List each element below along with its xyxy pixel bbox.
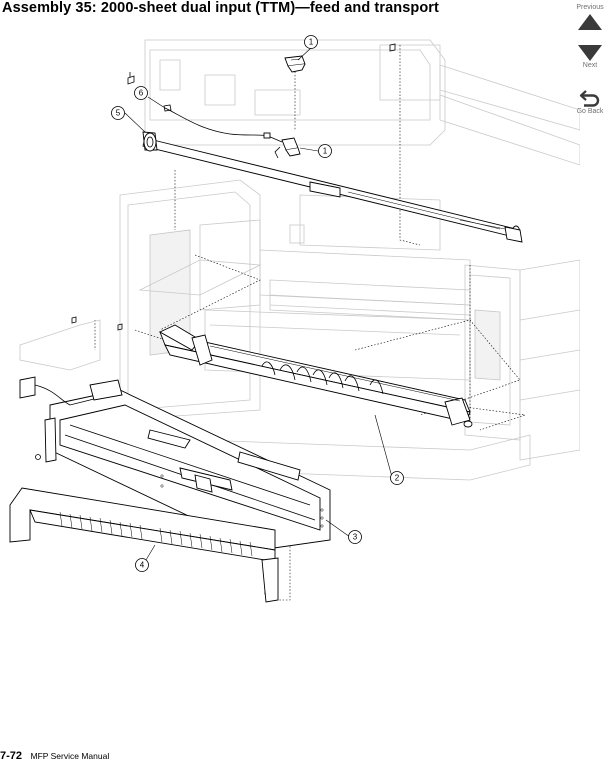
go-back-button[interactable]: Go Back bbox=[572, 88, 608, 115]
alignment-lines bbox=[94, 45, 526, 601]
page-footer: 7-72 MFP Service Manual bbox=[0, 746, 109, 760]
svg-text:2: 2 bbox=[395, 474, 400, 483]
part-sensor-upper bbox=[284, 55, 306, 73]
svg-text:4: 4 bbox=[140, 561, 145, 570]
navigation-panel: Previous Next Go Back bbox=[572, 0, 608, 130]
part-feed-unit bbox=[19, 376, 331, 551]
manual-name: MFP Service Manual bbox=[30, 751, 110, 760]
part-transport-guide bbox=[159, 324, 473, 428]
callout-1-upper: 1 bbox=[304, 35, 318, 49]
page-number: 7-72 bbox=[0, 750, 23, 760]
go-back-label: Go Back bbox=[576, 108, 604, 115]
svg-text:5: 5 bbox=[116, 109, 121, 118]
svg-text:6: 6 bbox=[139, 89, 144, 98]
triangle-down-icon bbox=[578, 45, 602, 61]
callout-6: 6 bbox=[134, 86, 148, 100]
svg-text:1: 1 bbox=[323, 147, 328, 156]
part-shaft bbox=[142, 131, 523, 243]
callout-2: 2 bbox=[390, 471, 404, 485]
exploded-parts-diagram: 1 1 2 3 4 5 6 bbox=[9, 35, 580, 603]
next-label: Next bbox=[582, 62, 598, 69]
ghosted-frame bbox=[119, 39, 580, 481]
previous-label: Previous bbox=[576, 4, 604, 11]
previous-button[interactable]: Previous bbox=[572, 4, 608, 31]
part-bracket-left bbox=[19, 319, 101, 371]
svg-text:3: 3 bbox=[353, 533, 358, 542]
return-arrow-icon bbox=[579, 90, 600, 107]
part-sensor-cable bbox=[163, 104, 283, 143]
screws bbox=[71, 43, 396, 331]
callout-5: 5 bbox=[111, 106, 125, 120]
part-front-cover bbox=[9, 487, 279, 603]
page-title: Assembly 35: 2000-sheet dual input (TTM)… bbox=[2, 0, 439, 16]
callout-1-lower: 1 bbox=[318, 144, 332, 158]
svg-text:1: 1 bbox=[309, 38, 314, 47]
callout-4: 4 bbox=[135, 558, 149, 572]
triangle-up-icon bbox=[578, 14, 602, 30]
callout-3: 3 bbox=[348, 530, 362, 544]
part-sensor-lower bbox=[274, 137, 301, 159]
next-button[interactable]: Next bbox=[572, 44, 608, 69]
